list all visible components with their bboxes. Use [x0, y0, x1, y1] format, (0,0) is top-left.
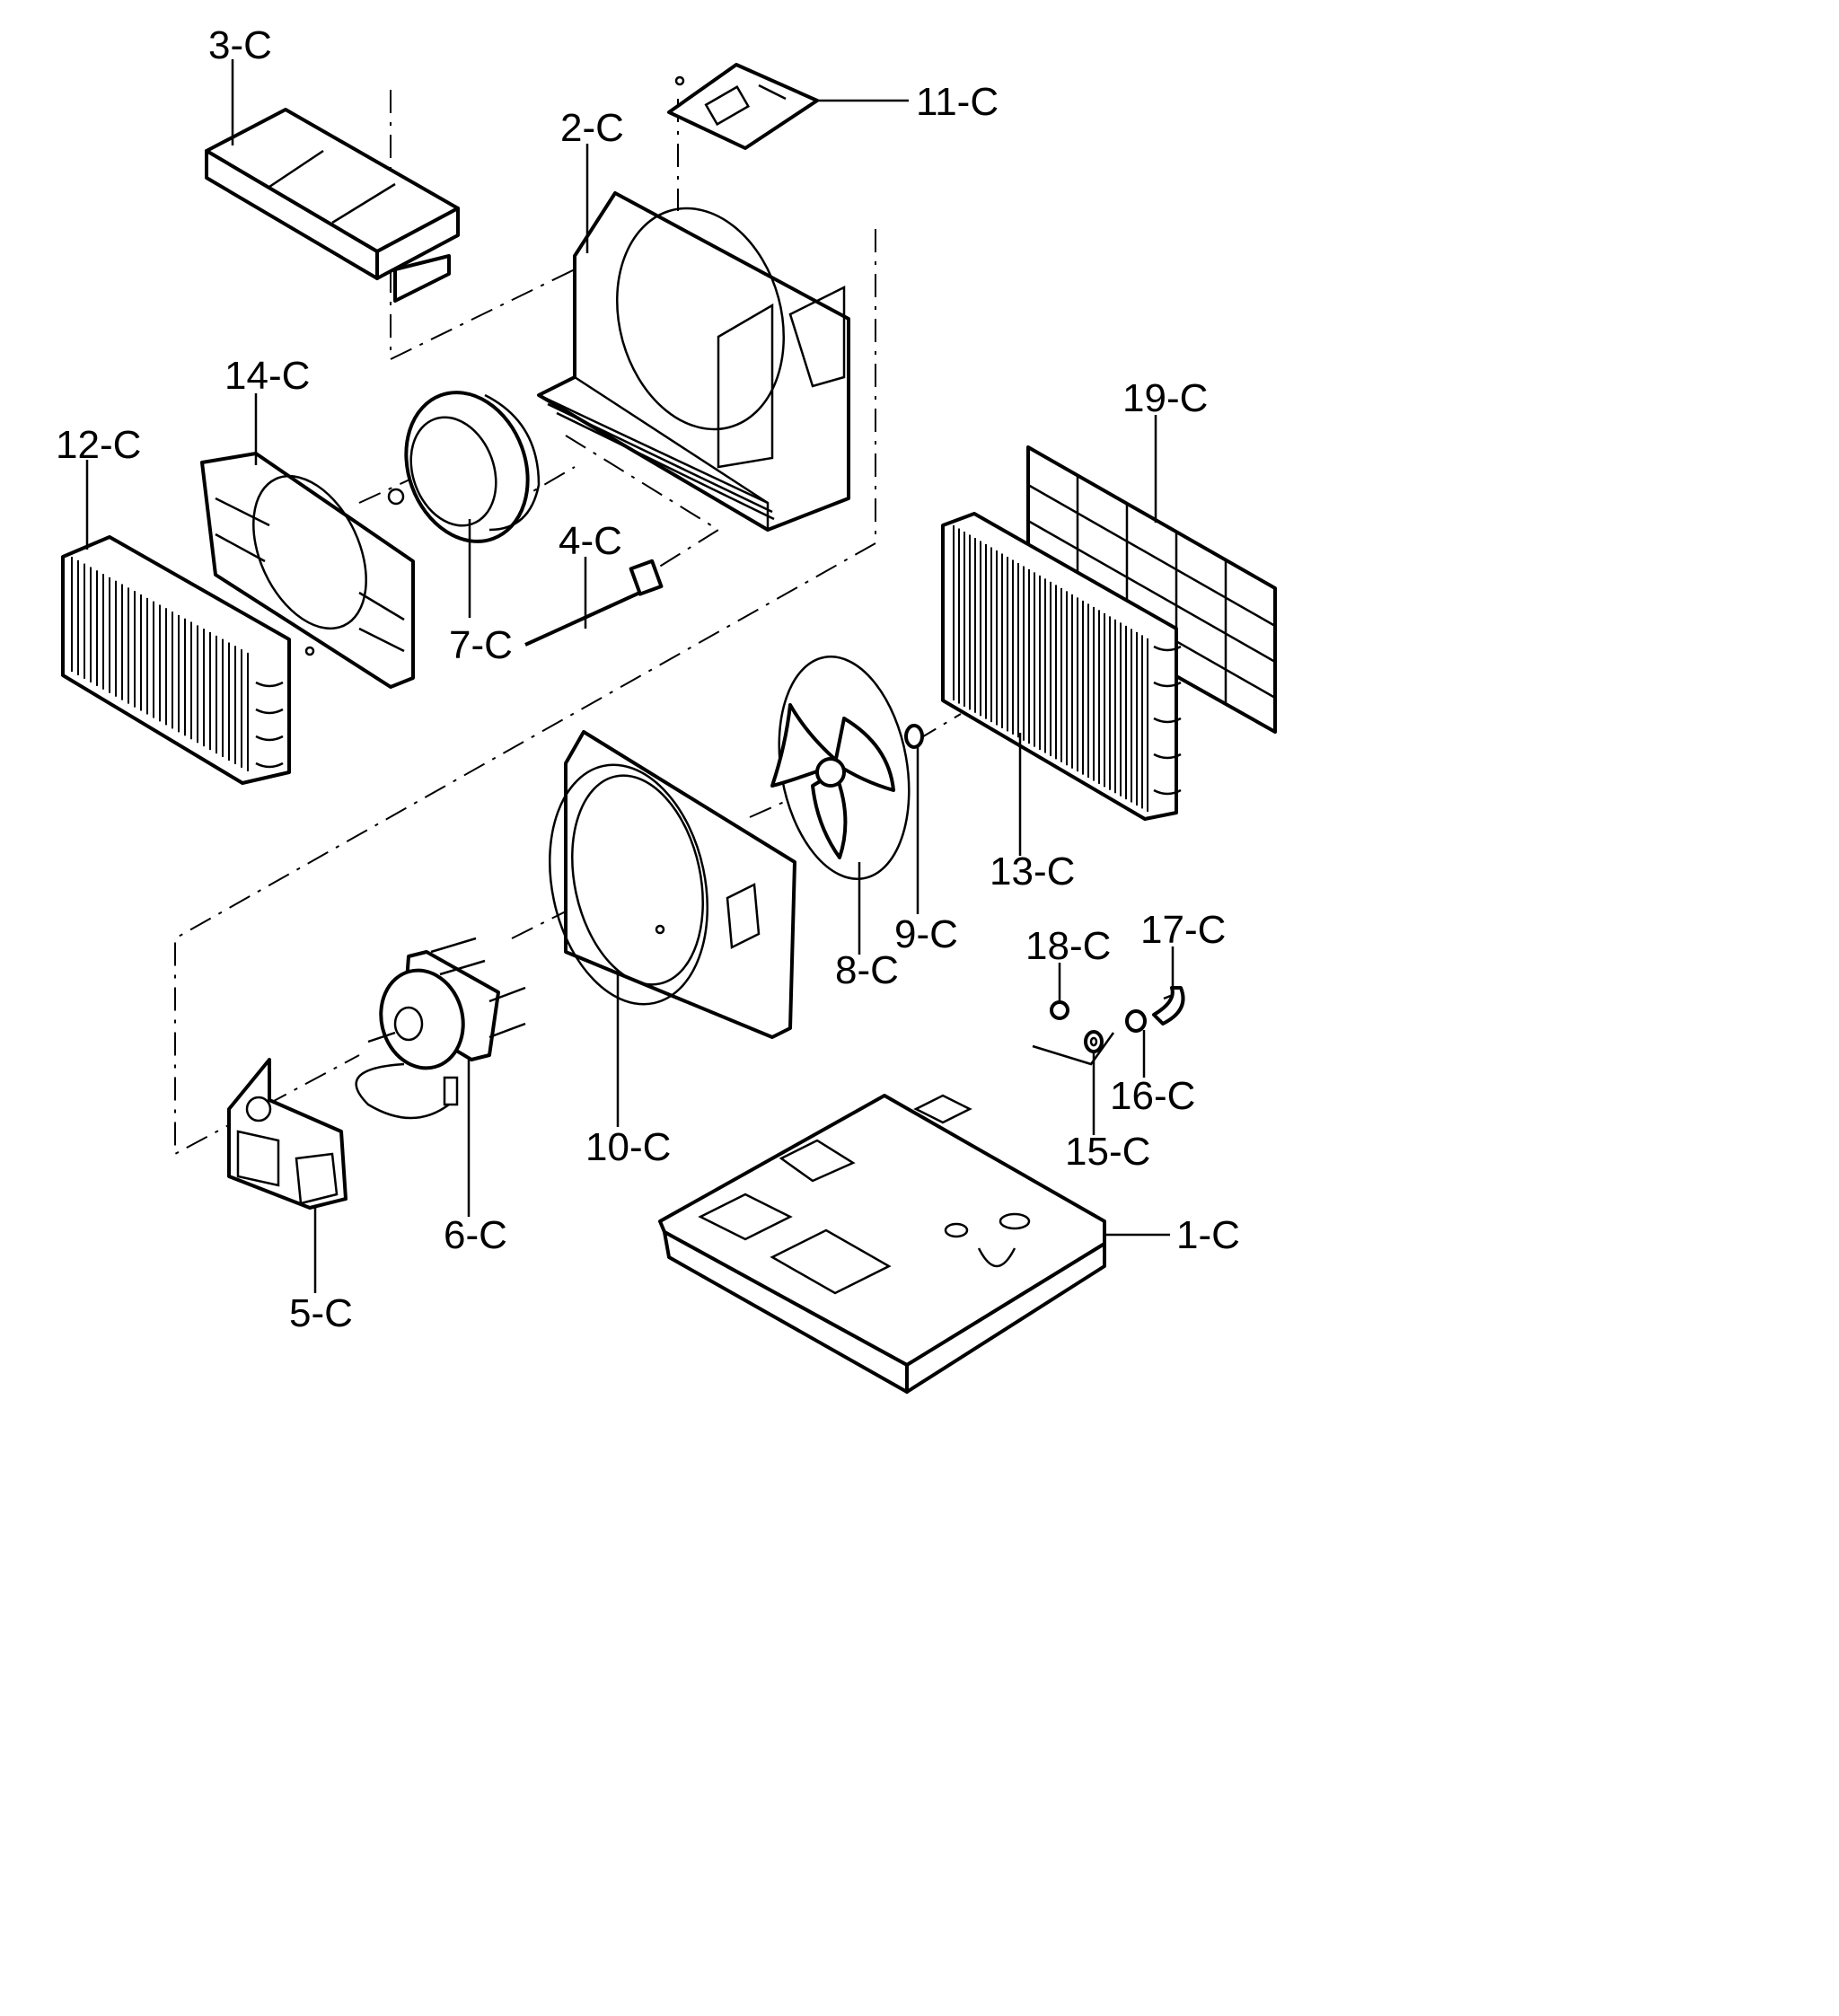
part-3c-channel-drawing — [205, 108, 460, 303]
label-13c: 13-C — [990, 850, 1075, 894]
label-3c: 3-C — [208, 23, 272, 67]
part-1c-base-pan-drawing — [658, 1094, 1106, 1394]
part-12c-evaporator-coil-drawing — [61, 535, 291, 785]
part-17c-elbow-drawing — [1152, 986, 1185, 1026]
part-9c-clip-drawing — [904, 724, 924, 749]
part-7c-blower-wheel-drawing — [387, 391, 541, 543]
label-11c: 11-C — [916, 80, 999, 124]
leader-lines — [85, 59, 1175, 1293]
part-15c-washer-drawing — [1084, 1030, 1104, 1053]
label-5c: 5-C — [289, 1291, 353, 1335]
part-labels: 3-C 11-C 2-C 14-C 12-C 19-C 4-C 7-C 13-C… — [56, 23, 1240, 1335]
label-15c: 15-C — [1065, 1130, 1150, 1174]
label-14c: 14-C — [224, 354, 310, 398]
part-13c-condenser-coil-drawing — [941, 512, 1182, 821]
label-2c: 2-C — [560, 106, 624, 150]
part-6c-motor-drawing — [355, 937, 526, 1120]
label-12c: 12-C — [56, 423, 141, 467]
label-19c: 19-C — [1122, 376, 1208, 420]
label-1c: 1-C — [1176, 1213, 1240, 1257]
part-18c-nut-drawing — [1050, 1000, 1069, 1020]
part-10c-shroud-drawing — [548, 730, 796, 1039]
label-7c: 7-C — [449, 623, 513, 667]
label-9c: 9-C — [894, 912, 958, 956]
part-8c-fan-blade-drawing — [770, 656, 911, 880]
label-16c: 16-C — [1110, 1074, 1195, 1118]
label-6c: 6-C — [444, 1213, 507, 1257]
part-11c-bracket-drawing — [667, 63, 819, 150]
part-5c-motor-mount-drawing — [227, 1058, 348, 1210]
part-2c-housing-drawing — [537, 191, 850, 532]
label-4c: 4-C — [559, 519, 622, 563]
label-10c: 10-C — [585, 1125, 671, 1169]
part-16c-fitting-drawing — [1125, 1009, 1147, 1033]
hardware-bracket-line — [1032, 1032, 1115, 1066]
label-18c: 18-C — [1025, 924, 1111, 968]
label-8c: 8-C — [835, 948, 899, 992]
part-4c-rod-drawing — [524, 559, 664, 647]
label-17c: 17-C — [1140, 908, 1226, 952]
